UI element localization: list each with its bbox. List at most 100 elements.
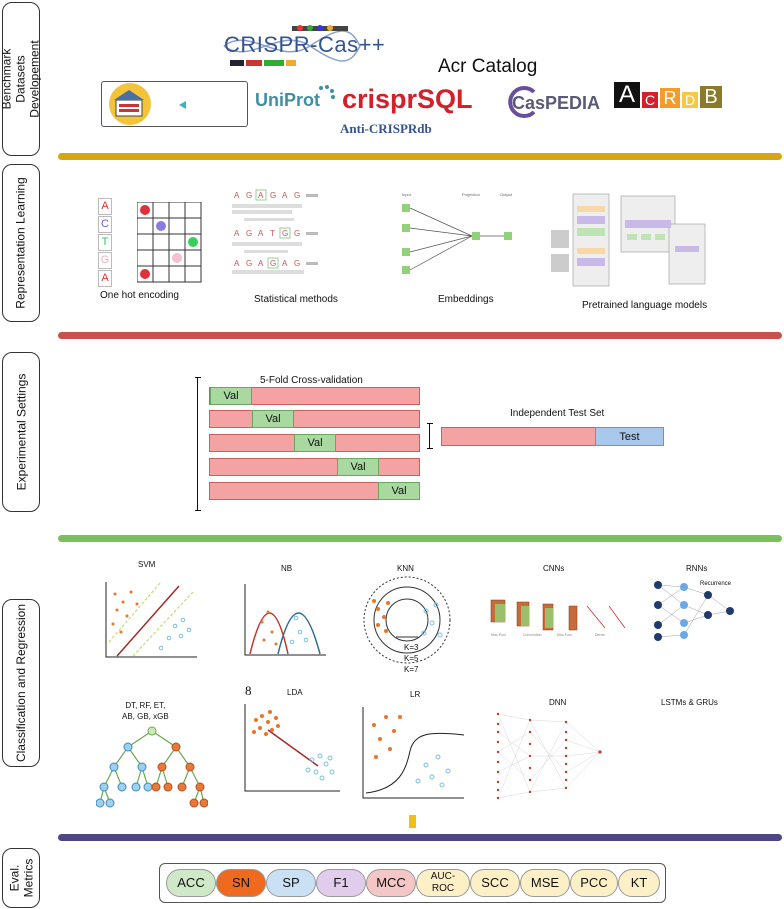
svg-text:G: G — [294, 191, 300, 200]
dots-icon — [319, 85, 335, 99]
svg-text:Max-Pool: Max-Pool — [491, 633, 506, 637]
dnn-plot — [496, 712, 602, 800]
fold-3: Val — [209, 434, 420, 452]
svg-text:G: G — [246, 191, 252, 200]
statistical-methods-label: Statistical methods — [254, 294, 338, 305]
svm-label: SVM — [138, 560, 156, 569]
section-label-benchmark-text: Benchmark Datasets Developement — [0, 40, 42, 118]
knn-label: KNN — [397, 564, 414, 573]
database-building-icon — [109, 83, 151, 125]
lda-mark: 8 — [245, 683, 252, 698]
svg-text:G: G — [294, 229, 300, 238]
svg-text:Input: Input — [402, 192, 412, 197]
lr-plot — [362, 707, 465, 799]
one-hot-letter: T — [98, 234, 112, 251]
lr-marker — [409, 815, 416, 828]
section-label-classification-text: Classification and Regression — [14, 603, 28, 763]
section-label-eval: Eval. Metrics — [2, 848, 40, 908]
embeddings-label: Embeddings — [438, 294, 494, 305]
metric-pill: KT — [618, 869, 660, 897]
pretrained-lm-illustration — [545, 190, 707, 296]
rnns-plot — [654, 581, 734, 641]
svg-text:Output: Output — [500, 192, 513, 197]
svg-text:A: A — [282, 191, 288, 200]
pretrained-lm-label: Pretrained language models — [582, 300, 708, 311]
test-segment: Test — [595, 427, 664, 446]
dna-helix-icon — [223, 25, 361, 66]
svg-text:A: A — [234, 191, 240, 200]
svg-text:G: G — [282, 229, 288, 238]
svm-plot — [105, 581, 197, 658]
uniprot-title: UniProt — [255, 90, 320, 110]
crispr-cas-title: CRISPR-Cas++ — [224, 32, 386, 57]
svg-text:Projection: Projection — [462, 192, 480, 197]
acr-catalog-title: Acr Catalog — [438, 56, 538, 77]
trees-label: DT, RF, ET, AB, GB, xGB — [122, 701, 169, 721]
knn-k3: K=3 — [404, 643, 419, 652]
fold-2: Val — [209, 410, 420, 428]
nb-label: NB — [281, 564, 293, 573]
svg-text:Dense: Dense — [595, 633, 605, 637]
metric-pill: SP — [266, 869, 316, 897]
anti-crispr-logo-box — [101, 81, 248, 127]
metrics-panel — [159, 863, 666, 903]
acrdb-letter: C — [642, 92, 658, 108]
caspedia-logo: CasPEDIA — [506, 84, 606, 120]
fold-4: Val — [209, 458, 420, 476]
acrdb-letter: A — [614, 81, 640, 108]
svg-text:G: G — [270, 191, 276, 200]
fold-1-val: Val — [210, 387, 252, 405]
caspedia-swirl-icon — [508, 86, 536, 118]
acrdb-letter: R — [660, 88, 680, 108]
svg-text:G: G — [246, 229, 252, 238]
fold-1: Val — [209, 387, 420, 405]
uniprot-logo: UniProt — [255, 84, 341, 114]
section-label-representation-text: Representation Learning — [14, 177, 28, 309]
svg-text:A: A — [282, 259, 288, 268]
dnn-label: DNN — [549, 698, 567, 707]
section-label-eval-text: Eval. Metrics — [7, 858, 36, 898]
acrdb-letter: B — [700, 86, 722, 108]
lr-label: LR — [410, 690, 421, 699]
fold-5: Val — [209, 482, 420, 500]
cnns-label: CNNs — [543, 564, 565, 573]
crispr-cas-logo: CRISPR-Cas++ — [220, 22, 385, 68]
svg-text:A: A — [258, 191, 264, 200]
arrow-left-icon — [179, 101, 186, 109]
knn-k7: K=7 — [404, 665, 419, 674]
metric-pill: SCC — [470, 869, 520, 897]
cv-bracket — [195, 377, 204, 511]
embeddings-illustration: Input Projection Output — [392, 190, 520, 280]
fold-5-val: Val — [378, 482, 420, 500]
svg-text:G: G — [246, 259, 252, 268]
metric-pill: SN — [216, 869, 266, 897]
divider-representation — [58, 332, 782, 339]
fold-3-val: Val — [294, 434, 336, 452]
svg-text:T: T — [270, 229, 275, 238]
one-hot-letter: A — [98, 198, 112, 215]
metric-pill: F1 — [316, 869, 366, 897]
one-hot-label: One hot encoding — [100, 290, 179, 301]
svg-text:Convolution: Convolution — [523, 633, 542, 637]
section-label-experimental-text: Experimental Settings — [14, 373, 29, 491]
knn-k5: K=5 — [404, 654, 419, 663]
metric-pill: PCC — [570, 869, 618, 897]
svg-text:G: G — [270, 259, 276, 268]
rnns-recurrence: Recurrence — [700, 581, 732, 587]
divider-classification — [58, 834, 782, 841]
section-label-representation: Representation Learning — [2, 164, 40, 322]
section-label-benchmark: Benchmark Datasets Developement — [0, 2, 42, 156]
svg-text:A: A — [258, 259, 264, 268]
metric-pill: MCC — [366, 869, 416, 897]
metric-pill: ACC — [166, 869, 216, 897]
test-set-title: Independent Test Set — [510, 408, 605, 419]
trees-plot — [96, 726, 208, 808]
acrdb-letter: D — [682, 92, 698, 108]
test-bracket — [427, 423, 436, 449]
test-set-bar: Test — [441, 427, 664, 446]
crisprsql-title: crisprSQL — [342, 84, 473, 114]
